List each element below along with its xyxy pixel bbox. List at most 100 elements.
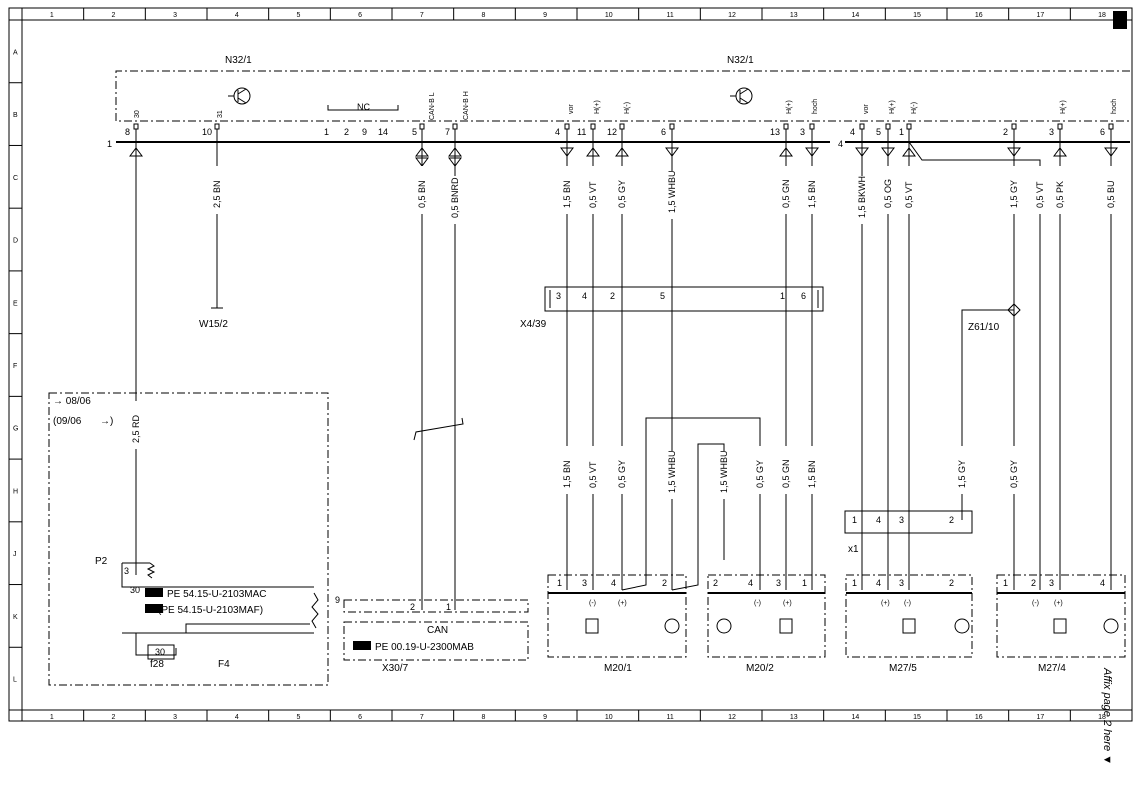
wire-label: 0,5 BU (1106, 180, 1116, 208)
svg-text:2: 2 (949, 578, 954, 588)
row-label: L (13, 677, 17, 684)
column-label: 6 (358, 714, 362, 721)
wire-label: 0,5 VT (588, 461, 598, 488)
svg-text:M20/2: M20/2 (746, 663, 774, 674)
m20-1-module: 1 3 4 2 (-) (+) M20/1 (547, 574, 687, 674)
svg-text:(PE 54.15-U-2103MAF): (PE 54.15-U-2103MAF) (158, 605, 263, 616)
svg-text:4: 4 (838, 139, 843, 149)
x4-connector (544, 286, 824, 312)
svg-text:CAN-B L: CAN-B L (429, 92, 436, 120)
svg-text:2: 2 (1003, 127, 1008, 137)
svg-text:H(+): H(+) (1060, 100, 1067, 114)
column-label: 7 (420, 714, 424, 721)
page-corner-icon (1113, 11, 1127, 29)
w15-label: W15/2 (199, 319, 228, 330)
svg-text:13: 13 (770, 127, 780, 137)
svg-text:3: 3 (1049, 578, 1054, 588)
svg-text:H(+): H(+) (786, 100, 793, 114)
wire-label: 2,5 BN (212, 180, 222, 208)
row-label: F (13, 363, 17, 370)
svg-text:2: 2 (410, 602, 415, 612)
svg-text:hoch: hoch (812, 99, 819, 114)
m20-2-module: 2 4 3 1 (-) (+) M20/2 (707, 574, 826, 674)
column-label: 7 (420, 12, 424, 19)
row-label: B (13, 112, 18, 119)
svg-text:4: 4 (611, 578, 616, 588)
svg-text:NC: NC (357, 102, 370, 112)
wire-label: 1,5 BN (562, 460, 572, 488)
svg-text:3: 3 (776, 578, 781, 588)
column-label: 5 (297, 714, 301, 721)
x1-label: x1 (848, 544, 859, 555)
wire-label: 1,5 BN (807, 460, 817, 488)
row-label: A (13, 49, 18, 56)
column-label: 11 (667, 714, 674, 721)
svg-text:2: 2 (1031, 578, 1036, 588)
x30-label: X30/7 (382, 663, 409, 674)
svg-text:31: 31 (217, 110, 224, 118)
svg-text:M27/4: M27/4 (1038, 663, 1066, 674)
column-label: 13 (790, 714, 798, 721)
svg-text:2: 2 (662, 578, 667, 588)
column-label: 1 (50, 12, 54, 19)
wire-label: 1,5 BN (807, 180, 817, 208)
column-label: 13 (790, 12, 798, 19)
svg-text:30: 30 (134, 110, 141, 118)
column-label: 2 (112, 714, 116, 721)
f28-fuse (147, 644, 175, 660)
svg-text:2: 2 (610, 291, 615, 301)
row-label: C (13, 175, 18, 182)
svg-text:9: 9 (335, 595, 340, 605)
n32-outline (115, 70, 1130, 122)
svg-text:vor: vor (568, 104, 575, 114)
wire-label: 1,5 BKWH (857, 176, 867, 218)
column-label: 12 (728, 12, 736, 19)
wire-label: 0,5 GY (617, 180, 627, 208)
svg-text:3: 3 (899, 578, 904, 588)
column-label: 16 (975, 12, 983, 19)
svg-text:CAN-B H: CAN-B H (463, 91, 470, 120)
column-label: 2 (112, 12, 116, 19)
wire-label: 2,5 RD (131, 414, 141, 443)
can-label: CAN (427, 625, 448, 636)
column-label: 18 (1098, 714, 1106, 721)
svg-text:M27/5: M27/5 (889, 663, 917, 674)
x1-connector (844, 510, 973, 534)
column-label: 3 (173, 714, 177, 721)
row-label: G (13, 426, 18, 433)
svg-text:4: 4 (582, 291, 587, 301)
svg-text:4: 4 (748, 578, 753, 588)
wire-label: 1,5 WHBU (667, 450, 677, 493)
wire-label: 0,5 VT (1035, 181, 1045, 208)
svg-text:1: 1 (899, 127, 904, 137)
column-label: 3 (173, 12, 177, 19)
svg-text:2: 2 (344, 127, 349, 137)
svg-text:1: 1 (852, 515, 857, 525)
column-label: 4 (235, 714, 239, 721)
column-label: 14 (852, 714, 860, 721)
wire-label: 1,5 GY (1009, 180, 1019, 208)
column-label: 8 (482, 714, 486, 721)
svg-text:4: 4 (555, 127, 560, 137)
svg-text:(09/06: (09/06 (53, 416, 82, 427)
svg-text:2: 2 (949, 515, 954, 525)
svg-text:1: 1 (852, 578, 857, 588)
wire-label: 0,5 PK (1055, 181, 1065, 208)
x30-outline (343, 599, 529, 613)
row-label: D (13, 238, 18, 245)
svg-text:→): →) (100, 416, 113, 427)
svg-text:1: 1 (1003, 578, 1008, 588)
wire-label: 0,5 VT (904, 181, 914, 208)
n32-right-pins: vor H(+) H(-) H(+) hoch 4 5 1 2 3 6 (850, 99, 1118, 137)
row-label: H (13, 488, 18, 495)
wire-label: 1,5 WHBU (667, 170, 677, 213)
wire-label: 0,5 OG (883, 179, 893, 208)
svg-text:1: 1 (802, 578, 807, 588)
row-label: K (13, 614, 18, 621)
reference-hand-icon (353, 641, 371, 650)
column-label: 18 (1098, 12, 1106, 19)
